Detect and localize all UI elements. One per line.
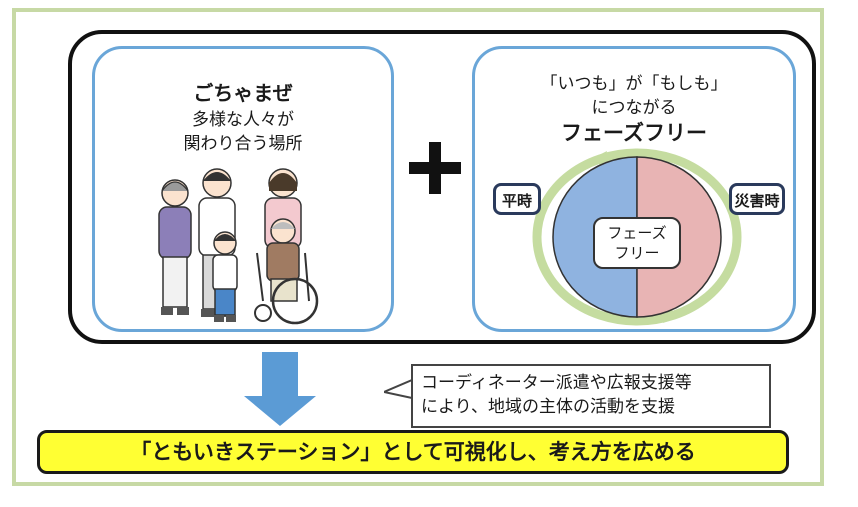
tag-disaster-time: 災害時 xyxy=(729,183,785,215)
concept-box: ごちゃまぜ 多様な人々が 関わり合う場所 xyxy=(68,30,816,344)
grandmother-figure xyxy=(158,179,192,315)
callout-line2: により、地域の主体の活動を支援 xyxy=(421,397,675,417)
center-label-box: フェーズ フリー xyxy=(593,217,681,269)
callout-pointer xyxy=(384,378,413,400)
tag-normal-time: 平時 xyxy=(493,183,541,215)
people-illustration xyxy=(158,168,319,325)
center-label-line1: フェーズ xyxy=(607,224,667,242)
phase-free-line1: 「いつも」が「もしも」 xyxy=(540,74,728,94)
gochamaze-line1: 多様な人々が xyxy=(192,110,294,130)
child-figure xyxy=(212,231,238,322)
conclusion-banner: 「ともいきステーション」として可視化し、考え方を広める xyxy=(37,430,789,474)
cycle-arrow-top-icon xyxy=(591,151,607,167)
gochamaze-title: ごちゃまぜ xyxy=(193,81,293,105)
plus-icon xyxy=(409,142,461,194)
cycle-arrow-bottom-icon xyxy=(663,307,679,323)
gochamaze-panel: ごちゃまぜ 多様な人々が 関わり合う場所 xyxy=(92,46,394,332)
outer-frame: ごちゃまぜ 多様な人々が 関わり合う場所 xyxy=(12,8,824,486)
gochamaze-line2: 関わり合う場所 xyxy=(183,134,303,154)
phase-free-line2: につながる xyxy=(591,98,677,118)
callout-line1: コーディネーター派遣や広報支援等 xyxy=(421,373,692,393)
phase-free-title: フェーズフリー xyxy=(561,121,707,145)
cycle-ring xyxy=(532,148,742,326)
down-arrow-icon xyxy=(244,352,316,426)
wheelchair-figure xyxy=(254,218,319,325)
center-label-line2: フリー xyxy=(614,244,660,262)
phase-free-panel: 「いつも」が「もしも」 につながる フェーズフリー 平時 災害時 フェーズ フリ… xyxy=(472,46,796,332)
support-callout: コーディネーター派遣や広報支援等 により、地域の主体の活動を支援 xyxy=(411,364,771,428)
